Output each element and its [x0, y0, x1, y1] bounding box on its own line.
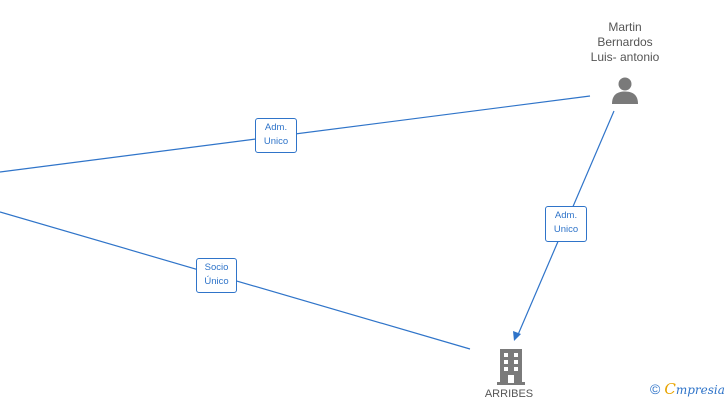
- edge-label-adm-right-line-1: Adm.: [554, 210, 578, 221]
- company-name-label: ARRIBES: [484, 388, 534, 400]
- edge-label-adm-left[interactable]: Adm. Unico: [255, 118, 297, 153]
- edge-label-adm-left-line-2: Unico: [263, 136, 289, 147]
- person-name-line-3: Luis- antonio: [590, 50, 660, 64]
- edge-label-socio-line-1: Socio: [204, 262, 229, 273]
- person-name-label: Martin Bernardos Luis- antonio: [570, 20, 680, 65]
- brand-initial: C: [664, 380, 676, 398]
- edge-label-adm-right[interactable]: Adm. Unico: [545, 206, 587, 242]
- person-icon[interactable]: [610, 75, 640, 105]
- edge-label-adm-left-line-1: Adm.: [264, 122, 288, 133]
- person-name-line-2: Bernardos: [597, 35, 653, 49]
- person-name-line-1: Martin: [608, 20, 642, 34]
- brand-watermark: ©Cmpresia: [650, 380, 728, 398]
- arrow-head-company: [513, 331, 521, 341]
- copyright-icon: ©: [650, 381, 661, 397]
- edge-label-adm-right-line-2: Unico: [553, 224, 579, 235]
- edge-label-socio[interactable]: Socio Único: [196, 258, 237, 293]
- building-icon[interactable]: [497, 349, 525, 385]
- edge-label-socio-line-2: Único: [204, 276, 229, 287]
- brand-name: mpresia: [675, 383, 725, 397]
